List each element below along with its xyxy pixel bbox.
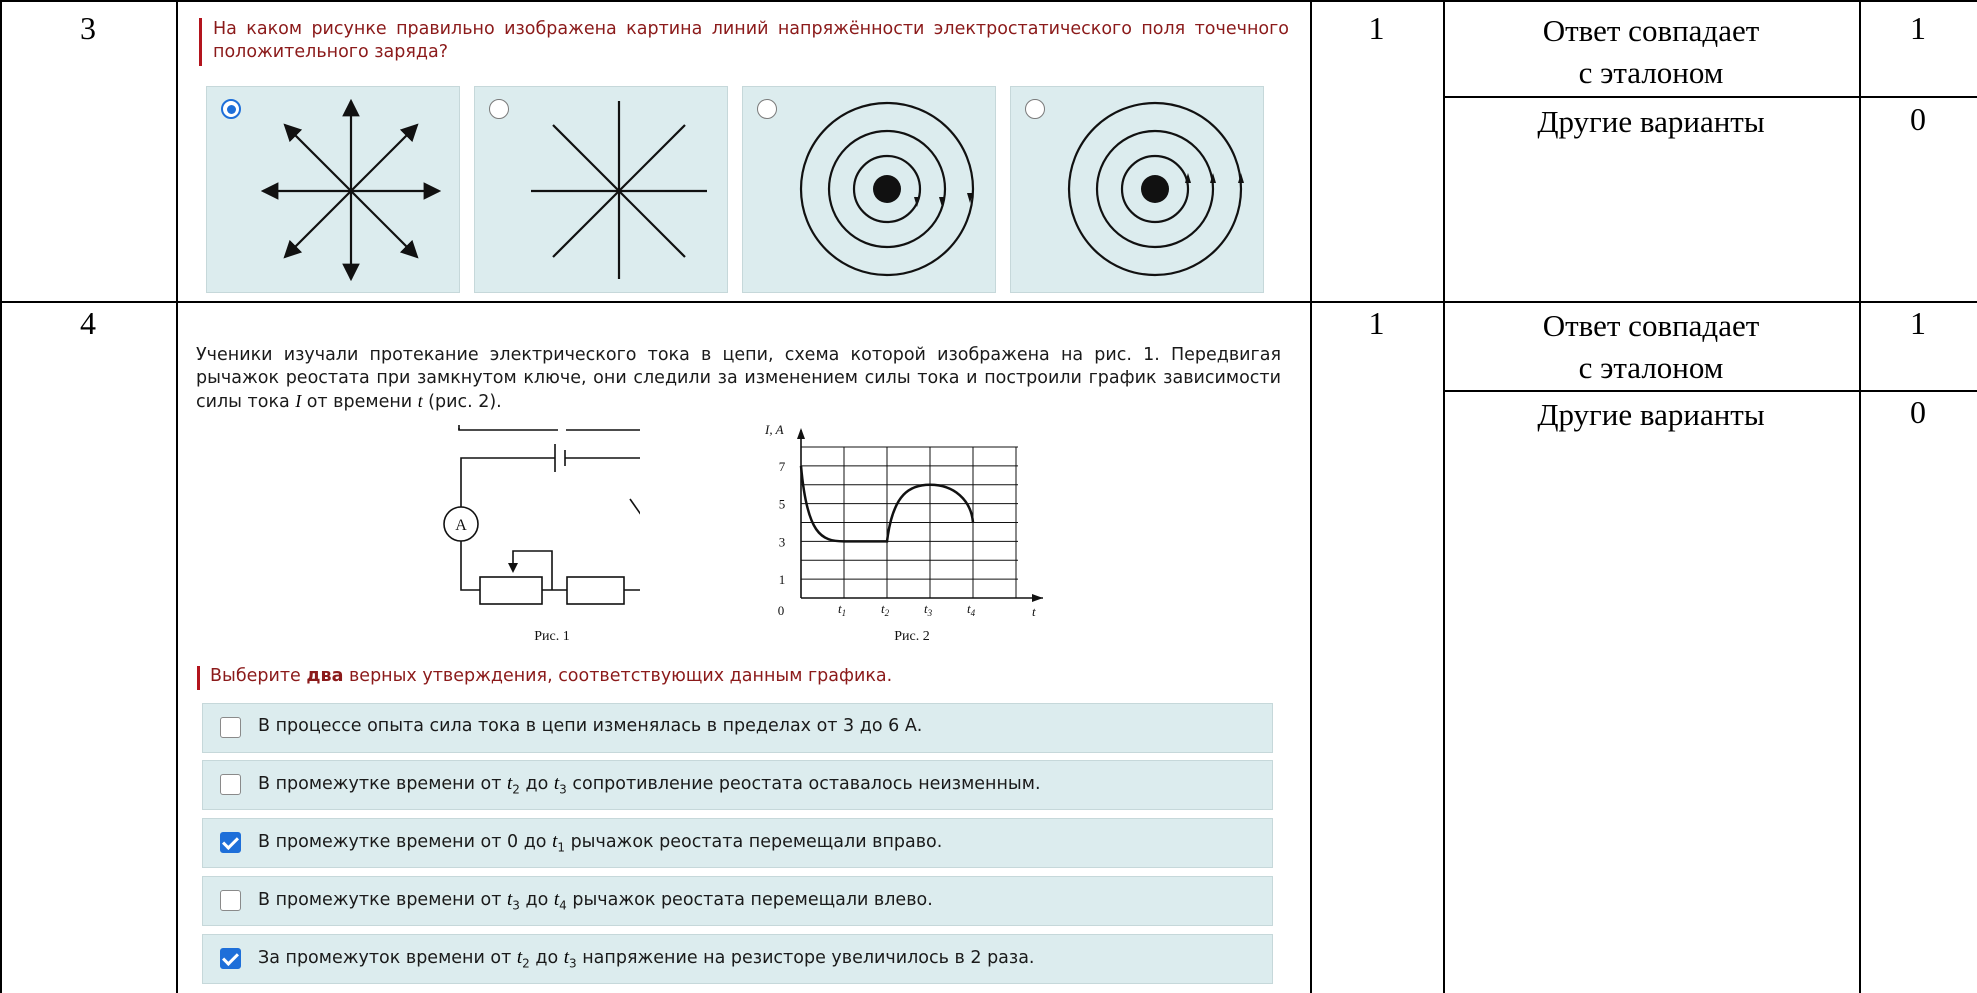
criterion-score: 1	[1910, 305, 1926, 341]
radio-button[interactable]	[221, 99, 241, 119]
statement-text: В промежутке времени от t3 до t4 рычажок…	[258, 889, 933, 913]
x-tick-label: t1	[838, 601, 846, 618]
table-border-left	[0, 0, 2, 993]
concentric-circles-arrows-icon	[1067, 101, 1244, 277]
checkbox[interactable]	[220, 717, 241, 738]
intro-var-i: I	[295, 391, 302, 411]
y-tick-label: 5	[779, 497, 786, 512]
statement-option[interactable]: За промежуток времени от t2 до t3 напряж…	[202, 934, 1273, 984]
max-score: 1	[1368, 10, 1385, 46]
criterion-score: 1	[1910, 10, 1926, 46]
checkbox[interactable]	[220, 774, 241, 795]
checkbox[interactable]	[220, 832, 241, 853]
criterion-score: 0	[1910, 101, 1926, 137]
radio-button[interactable]	[489, 99, 509, 119]
y-tick-label: 0	[778, 603, 785, 618]
column-divider-1	[176, 0, 178, 993]
instruction: Выберите два верных утверждения, соответ…	[210, 666, 892, 686]
y-axis-label: I, A	[764, 422, 784, 437]
criterion-line: с эталоном	[1578, 55, 1724, 90]
instruction-marker	[197, 666, 200, 690]
statement-text: В промежутке времени от t2 до t3 сопроти…	[258, 773, 1041, 797]
criterion-match: Ответ совпадает с эталоном	[1443, 305, 1859, 389]
intro-var-t: t	[417, 391, 423, 411]
option-picture-2[interactable]	[474, 86, 728, 293]
row-divider	[0, 301, 1977, 303]
checkbox[interactable]	[220, 890, 241, 911]
field-lines-outward-icon	[260, 98, 442, 282]
instruction-bold: два	[306, 666, 344, 686]
current-time-graph: 0 1 3 5 7 t1 t2 t3 t4 I, A t Рис. 2	[764, 422, 1043, 644]
statement-option[interactable]: В промежутке времени от 0 до t1 рычажок …	[202, 818, 1273, 868]
radio-button[interactable]	[757, 99, 777, 119]
intro-text: Ученики изучали протекание электрическог…	[196, 345, 1281, 412]
question-intro: Ученики изучали протекание электрическог…	[196, 344, 1281, 414]
current-curve	[799, 465, 975, 543]
statement-text: В процессе опыта сила тока в цепи изменя…	[258, 716, 923, 736]
criterion-line: Ответ совпадает	[1542, 308, 1760, 343]
circuit-diagram: A K Рис. 1	[443, 425, 640, 644]
y-tick-label: 3	[779, 534, 786, 549]
column-divider-3	[1443, 0, 1445, 993]
row-number: 3	[80, 10, 96, 46]
x-tick-label: t2	[881, 601, 890, 618]
criterion-line: Ответ совпадает	[1542, 13, 1760, 48]
question-title: На каком рисунке правильно изображена ка…	[213, 19, 1289, 62]
checkbox[interactable]	[220, 948, 241, 969]
y-tick-label: 7	[779, 459, 786, 474]
concentric-circles-icon	[799, 101, 975, 277]
question-marker	[199, 18, 202, 66]
option-picture-4[interactable]	[1010, 86, 1264, 293]
intro-text: (рис. 2).	[422, 392, 502, 412]
y-tick-label: 1	[779, 572, 786, 587]
statement-option[interactable]: В промежутке времени от t2 до t3 сопроти…	[202, 760, 1273, 810]
criterion-score: 0	[1910, 394, 1926, 430]
x-axis-label: t	[1032, 604, 1036, 619]
statement-text: В промежутке времени от 0 до t1 рычажок …	[258, 831, 943, 855]
criterion-match: Ответ совпадает с эталоном	[1443, 10, 1859, 94]
criteria-divider-row4	[1443, 390, 1977, 392]
criteria-divider-row3	[1443, 96, 1977, 98]
option-picture-3[interactable]	[742, 86, 996, 293]
figure-caption: Рис. 1	[534, 629, 570, 644]
instruction-text: верных утверждения, соответствующих данн…	[343, 666, 893, 686]
max-score: 1	[1368, 305, 1385, 341]
row-number: 4	[80, 305, 96, 341]
instruction-text: Выберите	[210, 666, 307, 686]
ammeter-label: A	[455, 517, 467, 534]
column-divider-2	[1310, 0, 1312, 993]
column-divider-4	[1859, 0, 1861, 993]
option-picture-1[interactable]	[206, 86, 460, 293]
statement-text: За промежуток времени от t2 до t3 напряж…	[258, 947, 1035, 971]
statement-option[interactable]: В процессе опыта сила тока в цепи изменя…	[202, 703, 1273, 753]
row-top-border	[0, 0, 1977, 2]
intro-text: от времени	[301, 392, 418, 412]
radio-button[interactable]	[1025, 99, 1045, 119]
criterion-other: Другие варианты	[1537, 104, 1765, 139]
figure-caption: Рис. 2	[894, 629, 930, 644]
x-tick-label: t4	[967, 601, 976, 618]
criterion-other: Другие варианты	[1537, 397, 1765, 432]
criterion-line: с эталоном	[1578, 350, 1724, 385]
field-lines-inward-icon	[531, 101, 707, 279]
statement-option[interactable]: В промежутке времени от t3 до t4 рычажок…	[202, 876, 1273, 926]
x-tick-label: t3	[924, 601, 933, 618]
